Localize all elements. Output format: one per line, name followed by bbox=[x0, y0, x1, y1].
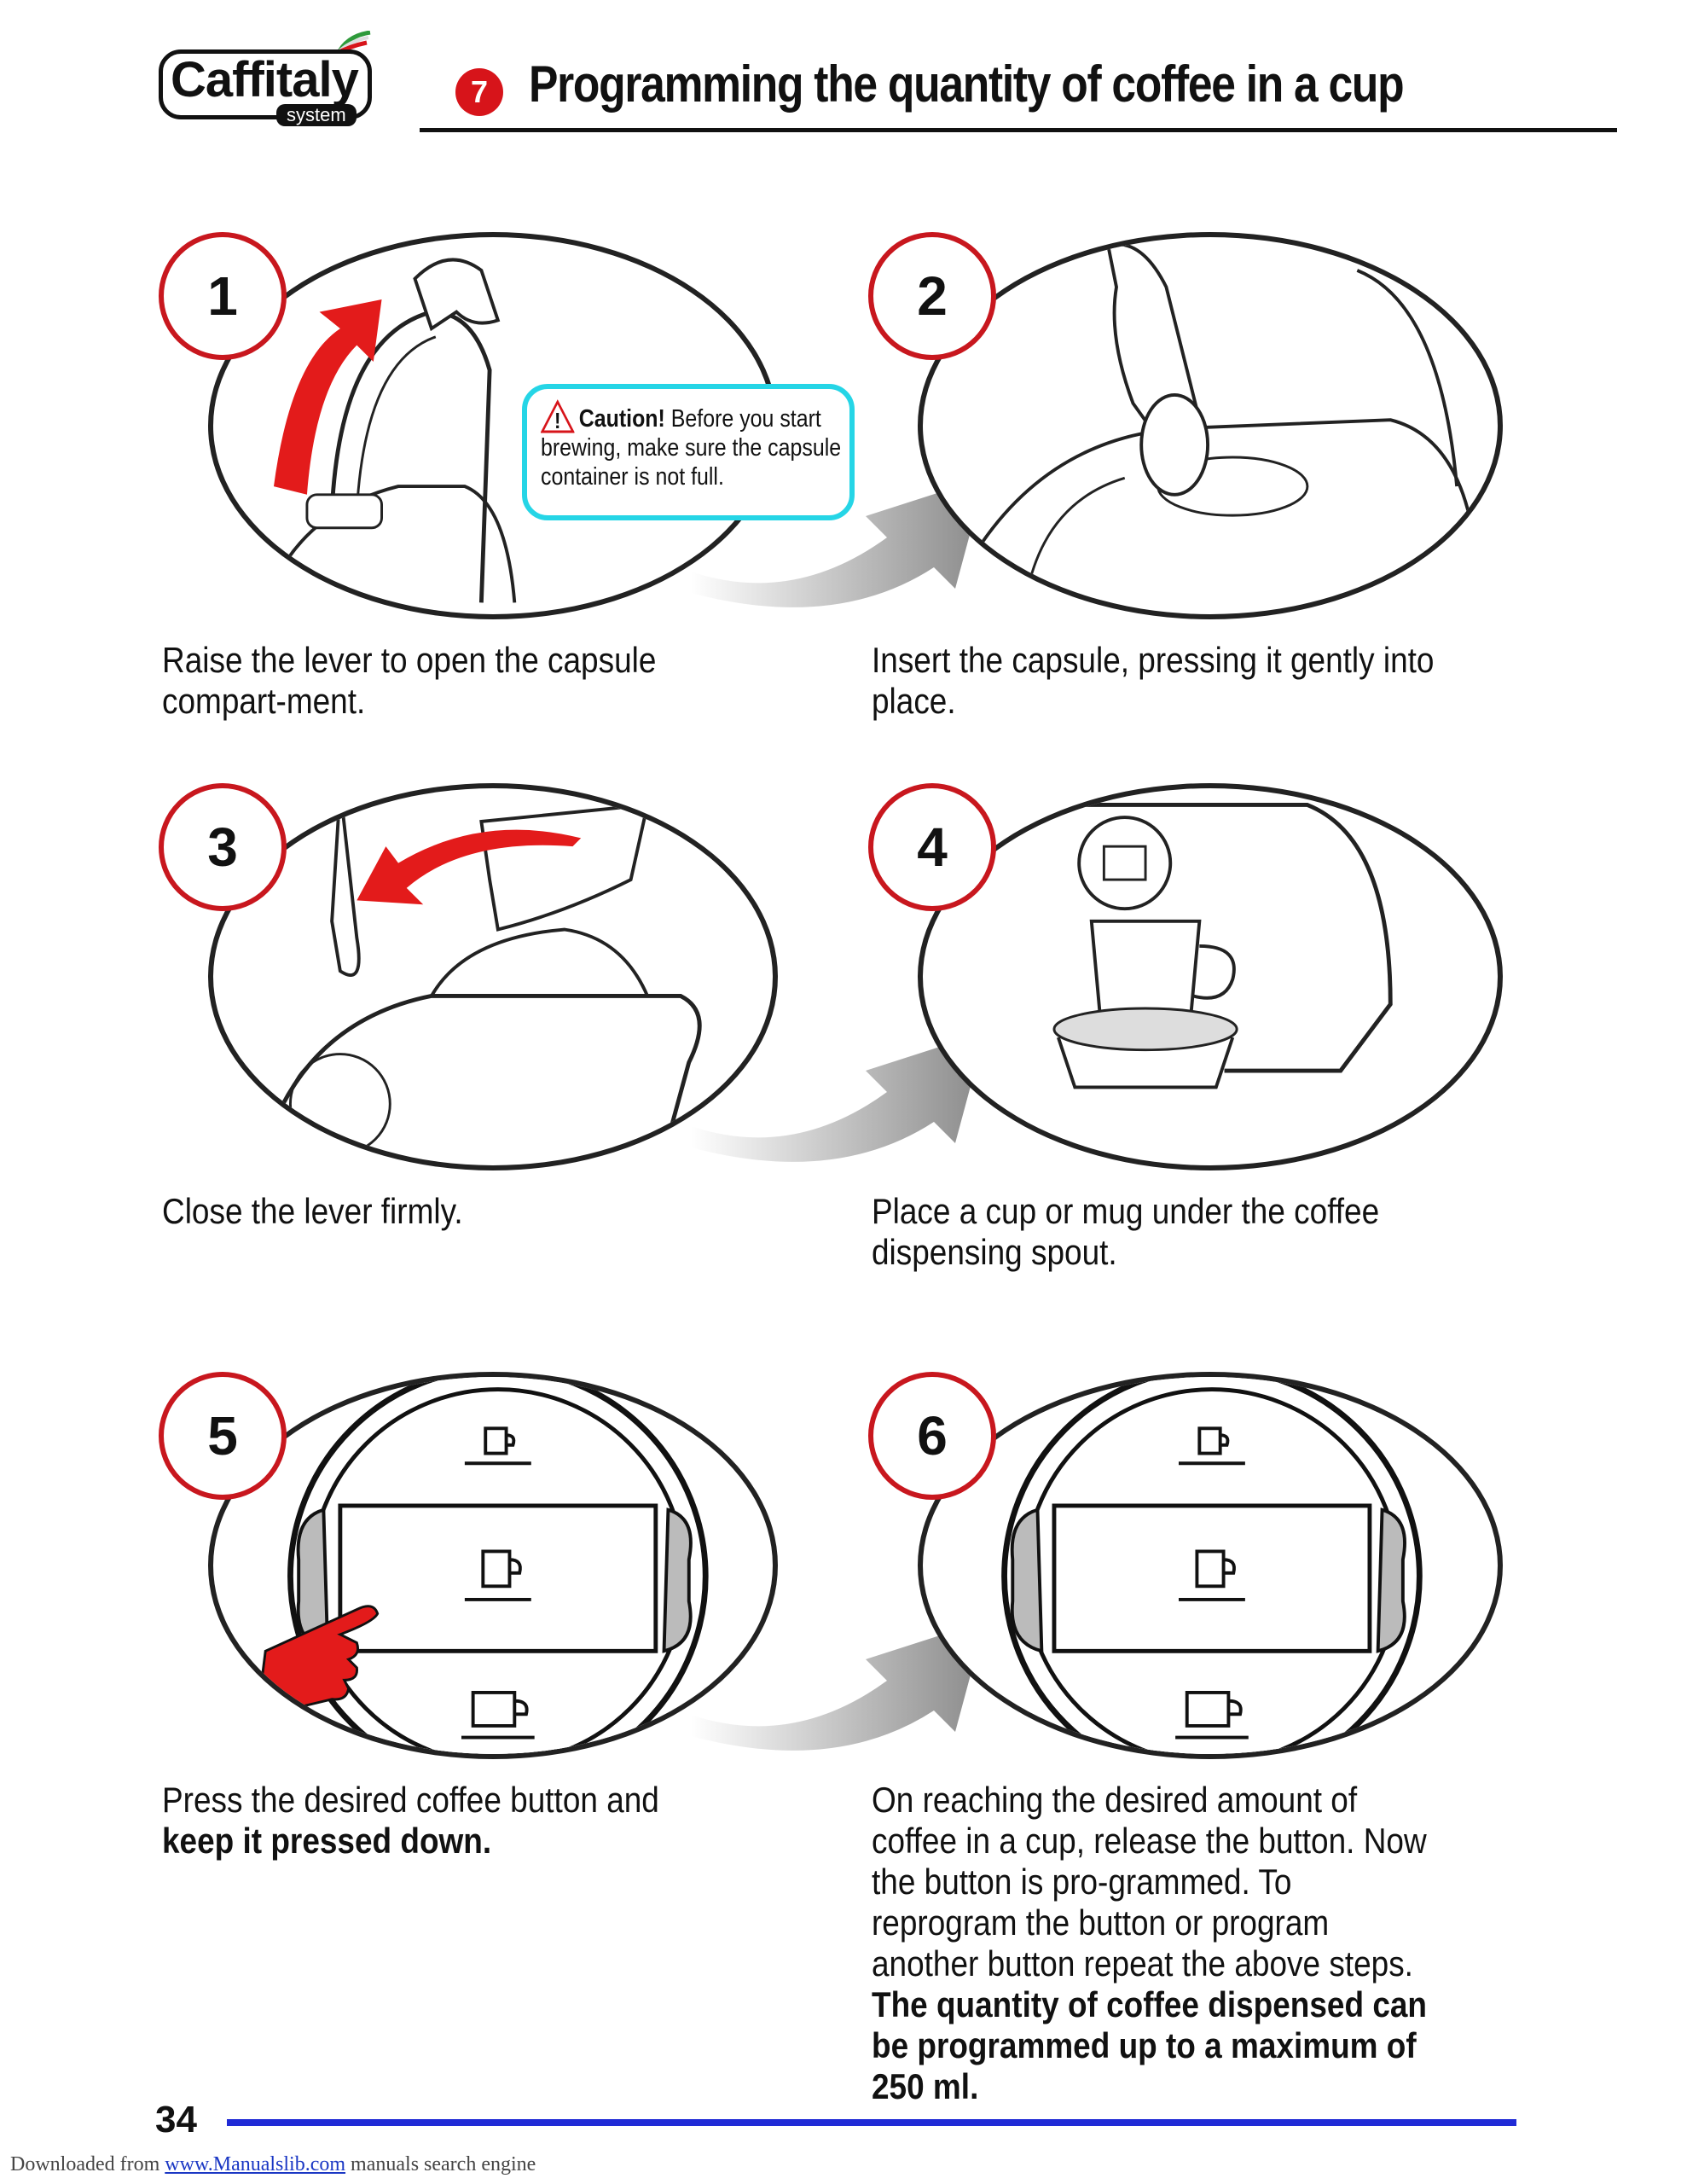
cup-icon bbox=[1179, 1549, 1245, 1601]
step-2-badge: 2 bbox=[868, 232, 996, 360]
page-number: 34 bbox=[155, 2099, 197, 2140]
step-6-badge: 6 bbox=[868, 1372, 996, 1500]
step-1-badge: 1 bbox=[159, 232, 287, 360]
caution-box: ! Caution! Before you start brewing, mak… bbox=[522, 384, 855, 520]
pointing-hand-icon bbox=[259, 1605, 380, 1711]
lever-raise-illustration bbox=[264, 258, 517, 604]
red-curved-arrow-icon bbox=[357, 829, 582, 905]
download-footer: Downloaded from www.Manualslib.com manua… bbox=[10, 2153, 536, 2176]
svg-text:!: ! bbox=[554, 409, 560, 433]
caution-text: Before you start brewing, make sure the … bbox=[541, 405, 842, 491]
cup-placement-illustration bbox=[1052, 803, 1393, 1089]
step-4-illustration bbox=[918, 783, 1503, 1170]
cup-icon bbox=[464, 1549, 531, 1601]
red-curved-arrow-icon bbox=[273, 299, 382, 495]
warning-triangle-icon: ! bbox=[541, 399, 575, 433]
section-number-badge: 7 bbox=[455, 68, 503, 116]
caution-label: Caution! bbox=[578, 405, 665, 433]
title-divider bbox=[420, 128, 1617, 132]
step-3-caption: Close the lever firmly. bbox=[162, 1191, 463, 1231]
step-6-illustration bbox=[918, 1372, 1503, 1759]
cup-icon bbox=[464, 1426, 531, 1466]
step-6-caption: On reaching the desired amount of coffee… bbox=[872, 1780, 1442, 2107]
step-5-caption-bold: keep it pressed down. bbox=[162, 1821, 492, 1861]
logo-subtext: system bbox=[276, 104, 357, 126]
cup-icon bbox=[1175, 1691, 1249, 1740]
step-6-caption-normal: On reaching the desired amount of coffee… bbox=[872, 1780, 1427, 1984]
download-suffix: manuals search engine bbox=[351, 2153, 536, 2175]
step-5-badge: 5 bbox=[159, 1372, 287, 1500]
caffitaly-logo: Caffitaly system bbox=[159, 31, 377, 126]
step-2-illustration bbox=[918, 232, 1503, 619]
cup-icon bbox=[1179, 1426, 1245, 1466]
step-5-illustration bbox=[208, 1372, 778, 1759]
step-4-caption: Place a cup or mug under the coffee disp… bbox=[872, 1191, 1380, 1272]
footer-divider bbox=[227, 2119, 1516, 2126]
step-1-caption: Raise the lever to open the capsule comp… bbox=[162, 640, 657, 721]
step-3-badge: 3 bbox=[159, 783, 287, 911]
capsule-insert-illustration bbox=[973, 242, 1475, 613]
logo-text: Caffitaly bbox=[171, 52, 359, 107]
page-title: Programming the quantity of coffee in a … bbox=[529, 55, 1405, 113]
grey-transition-arrow-icon bbox=[691, 478, 985, 607]
grey-transition-arrow-icon bbox=[691, 1621, 985, 1751]
cup-icon bbox=[461, 1691, 535, 1740]
download-prefix: Downloaded from bbox=[10, 2153, 160, 2175]
grey-transition-arrow-icon bbox=[691, 1032, 985, 1162]
step-5-caption: Press the desired coffee button and keep… bbox=[162, 1780, 733, 1862]
step-3-illustration bbox=[208, 783, 778, 1170]
manualslib-link[interactable]: www.Manualslib.com bbox=[165, 2153, 346, 2175]
step-6-caption-bold: The quantity of coffee dispensed can be … bbox=[872, 1984, 1428, 2106]
step-4-badge: 4 bbox=[868, 783, 996, 911]
step-2-caption: Insert the capsule, pressing it gently i… bbox=[872, 640, 1435, 721]
button-panel-illustration bbox=[1001, 1377, 1423, 1754]
step-5-caption-normal: Press the desired coffee button and bbox=[162, 1780, 659, 1820]
button-panel-illustration bbox=[259, 1377, 709, 1754]
